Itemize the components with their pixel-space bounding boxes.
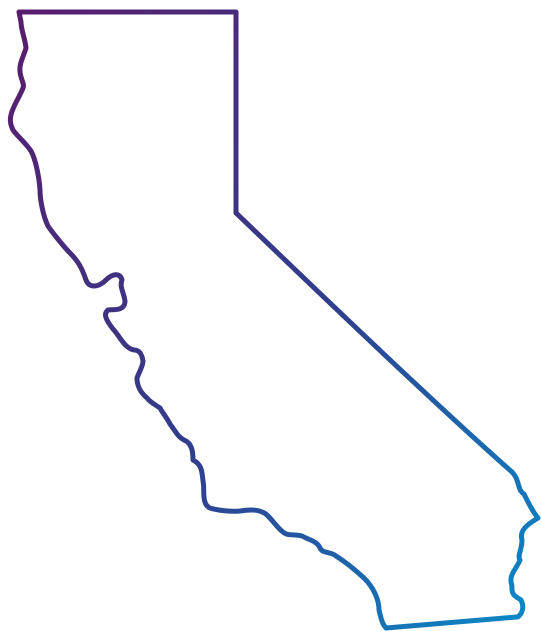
california-state-outline (7, 9, 541, 631)
